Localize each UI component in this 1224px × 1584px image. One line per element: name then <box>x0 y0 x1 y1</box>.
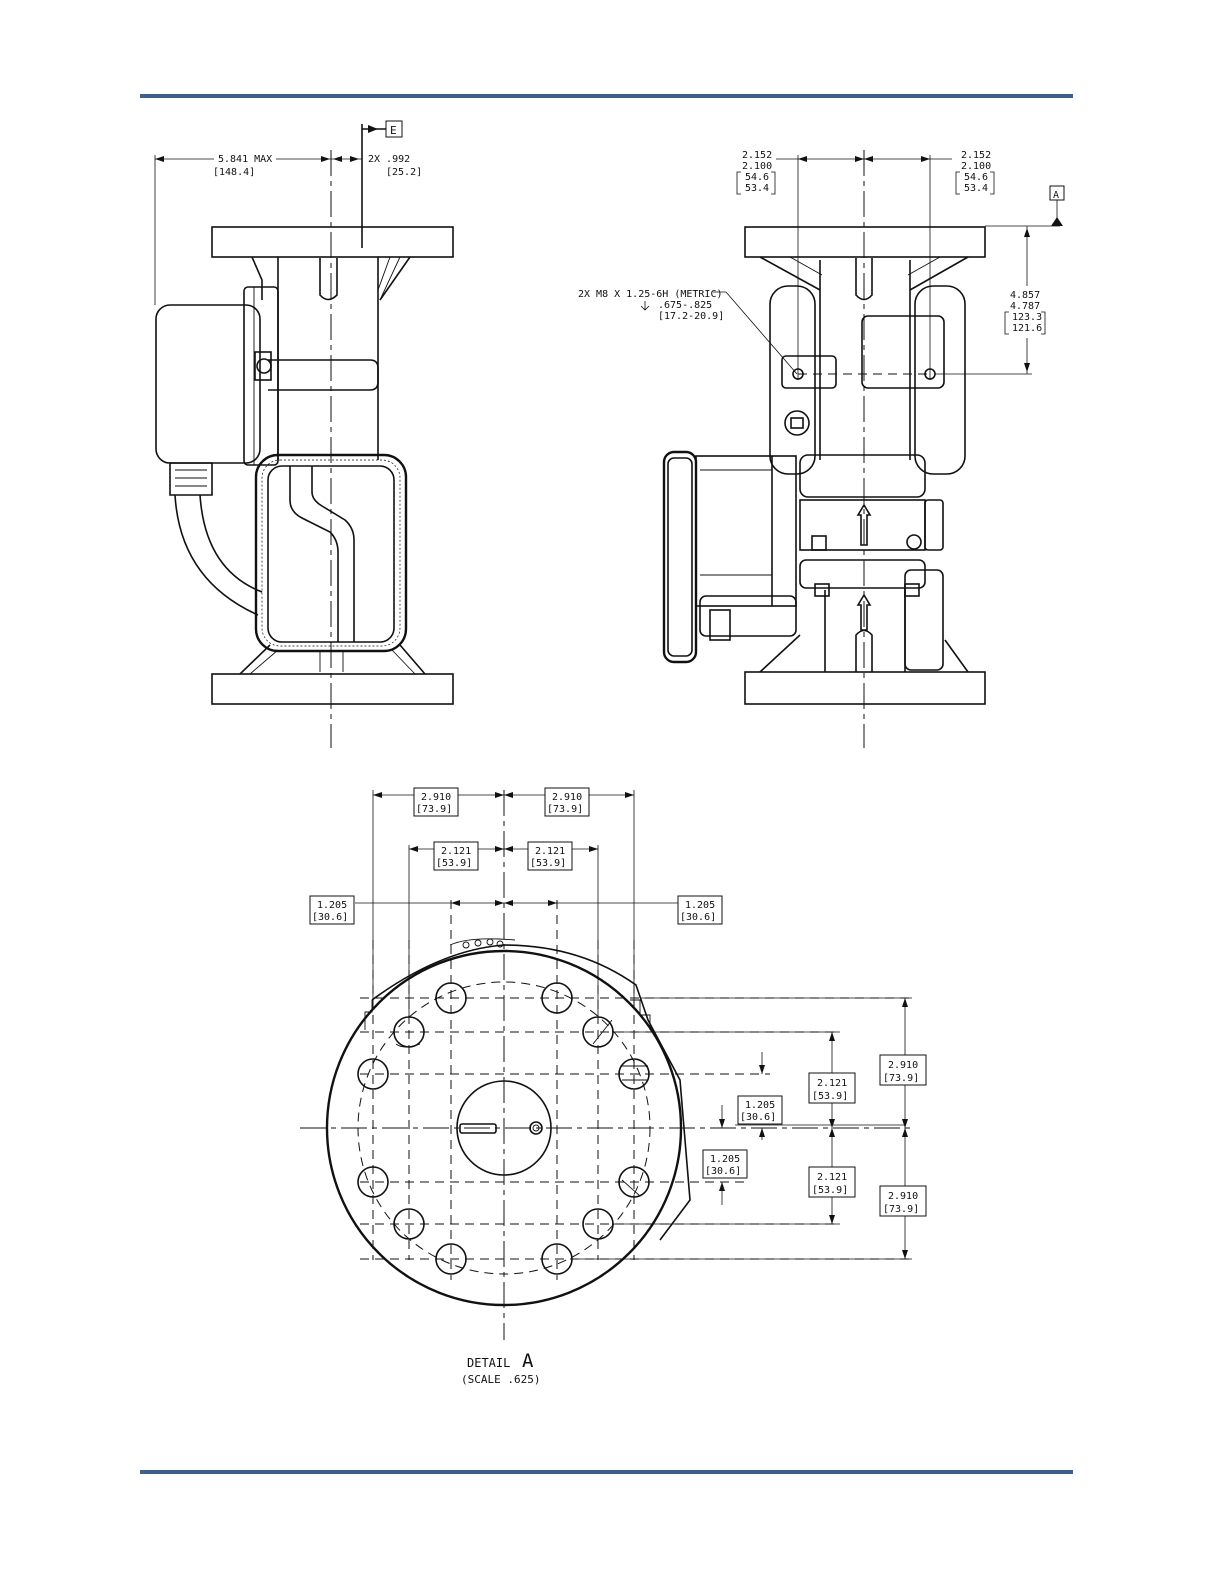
side-view: E 5.841 MAX [148.4] 2X .992 [25.2] <box>154 120 454 748</box>
front-left-dim-4: 53.4 <box>745 183 769 194</box>
dim-right-inner-top-in: 1.205 <box>745 1100 775 1111</box>
front-left-dim-3: 54.6 <box>745 172 769 183</box>
dim-top-outer-right-mm: [73.9] <box>547 804 583 815</box>
front-height-3: 123.3 <box>1012 312 1042 323</box>
datum-a-label: A <box>1053 190 1059 201</box>
thread-note-3: [17.2-20.9] <box>658 311 724 322</box>
dim-right-outer-top-mm: [73.9] <box>883 1073 919 1084</box>
dim-right-mid-bot <box>808 1166 856 1198</box>
detail-title: DETAIL <box>467 1356 510 1370</box>
datum-e-label: E <box>390 124 397 137</box>
side-offset-mm: [25.2] <box>386 167 422 178</box>
dim-right-mid-top-in: 2.121 <box>817 1078 847 1089</box>
dim-right-mid-bot-mm: [53.9] <box>812 1185 848 1196</box>
dim-top-inner-right-mm: [30.6] <box>680 912 716 923</box>
dim-right-mid-top <box>808 1072 856 1104</box>
dim-top-mid-left-in: 2.121 <box>441 846 471 857</box>
detail-letter: A <box>522 1350 534 1372</box>
front-view: 2.152 2.100 54.6 53.4 2.152 2.100 54.6 5… <box>578 150 1065 748</box>
dim-top-inner-left-in: 1.205 <box>317 900 347 911</box>
side-width-mm: [148.4] <box>213 167 255 178</box>
detail-a: 2.910 [73.9] 2.910 [73.9] 2.121 [53.9] 2… <box>300 787 927 1386</box>
dim-right-outer-bot <box>879 1185 927 1217</box>
dim-top-outer-left-mm: [73.9] <box>416 804 452 815</box>
datum-e-box <box>385 120 403 138</box>
dim-right-inner-top-mm: [30.6] <box>740 1112 776 1123</box>
dim-top-inner-right <box>677 895 723 925</box>
front-right-dim-4: 53.4 <box>964 183 988 194</box>
front-right-dim-2: 2.100 <box>961 161 991 172</box>
dim-right-inner-bot-in: 1.205 <box>710 1154 740 1165</box>
front-right-dim-1: 2.152 <box>961 150 991 161</box>
front-right-dim-3: 54.6 <box>964 172 988 183</box>
thread-note-2: .675-.825 <box>658 300 712 311</box>
front-height-4: 121.6 <box>1012 323 1042 334</box>
header-rule <box>140 94 1073 98</box>
dim-top-mid-right <box>527 841 573 871</box>
dim-top-outer-right-in: 2.910 <box>552 792 582 803</box>
dim-right-inner-bot-mm: [30.6] <box>705 1166 741 1177</box>
dim-top-mid-right-mm: [53.9] <box>530 858 566 869</box>
dim-right-outer-bot-in: 2.910 <box>888 1191 918 1202</box>
dim-right-mid-top-mm: [53.9] <box>812 1091 848 1102</box>
dim-right-outer-bot-mm: [73.9] <box>883 1204 919 1215</box>
front-left-dim-1: 2.152 <box>742 150 772 161</box>
dim-top-inner-left <box>309 895 355 925</box>
dim-top-inner-right-in: 1.205 <box>685 900 715 911</box>
dim-top-mid-left <box>433 841 479 871</box>
dim-top-outer-left-in: 2.910 <box>421 792 451 803</box>
footer-rule <box>140 1470 1073 1474</box>
dim-right-mid-bot-in: 2.121 <box>817 1172 847 1183</box>
front-left-dim-2: 2.100 <box>742 161 772 172</box>
dim-right-outer-top-in: 2.910 <box>888 1060 918 1071</box>
side-offset-label: 2X .992 <box>368 154 410 165</box>
dim-right-outer-top <box>879 1054 927 1086</box>
dim-top-mid-left-mm: [53.9] <box>436 858 472 869</box>
front-height-2: 4.787 <box>1010 301 1040 312</box>
dim-top-outer-right <box>544 787 590 817</box>
dim-right-inner-bot <box>702 1149 748 1179</box>
thread-note-1: 2X M8 X 1.25-6H (METRIC) <box>578 289 723 300</box>
dim-right-inner-top <box>737 1095 783 1125</box>
side-width-label: 5.841 MAX <box>218 154 272 165</box>
front-height-1: 4.857 <box>1010 290 1040 301</box>
dim-top-outer-left <box>413 787 459 817</box>
dim-top-inner-left-mm: [30.6] <box>312 912 348 923</box>
dim-top-mid-right-in: 2.121 <box>535 846 565 857</box>
detail-scale: (SCALE .625) <box>461 1373 540 1386</box>
